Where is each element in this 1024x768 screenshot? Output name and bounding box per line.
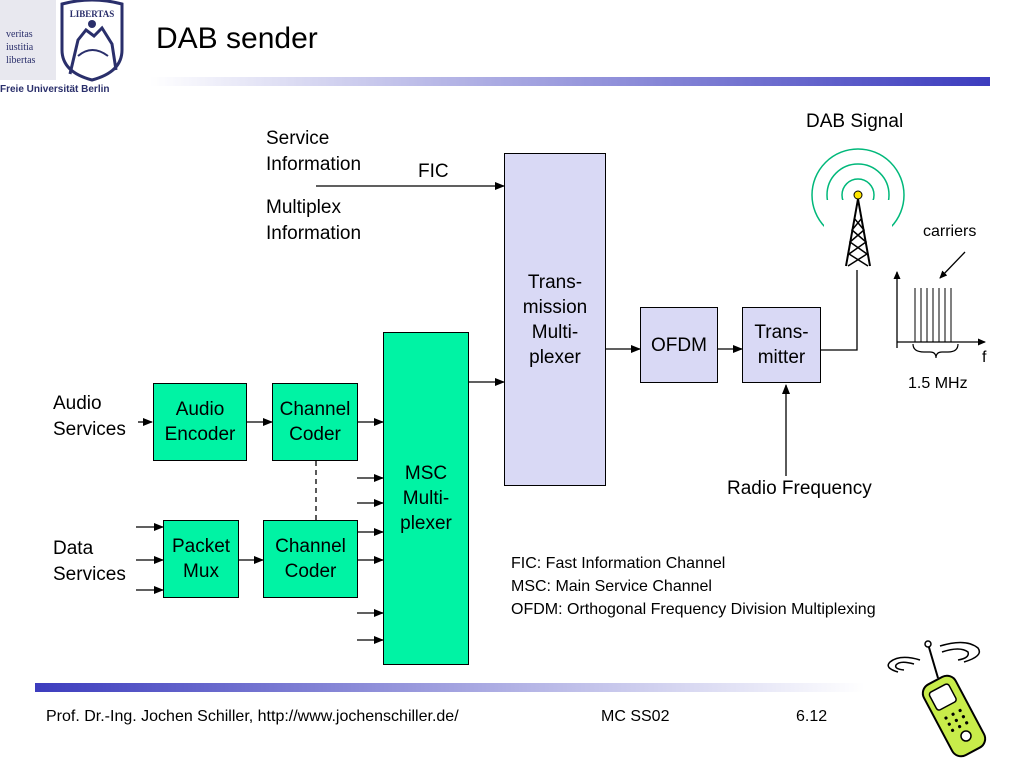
legend-ofdm: OFDM: Orthogonal Frequency Division Mult… — [511, 601, 876, 618]
transmission-multiplexer-block: Trans- mission Multi- plexer — [504, 153, 606, 486]
channel-coder-data-block: Channel Coder — [263, 520, 358, 598]
packet-mux-block: Packet Mux — [163, 520, 239, 598]
msc-multiplexer-block: MSC Multi- plexer — [383, 332, 469, 665]
bandwidth-brace — [912, 343, 959, 359]
footer-course: MC SS02 — [601, 708, 670, 725]
audio-services-label: Audio Services — [53, 393, 126, 440]
legend-msc: MSC: Main Service Channel — [511, 578, 712, 595]
antenna-tower-icon — [811, 148, 905, 270]
channel-coder-audio-block: Channel Coder — [272, 383, 358, 461]
footer-accent-bar — [35, 683, 865, 692]
transmitter-block: Trans- mitter — [742, 307, 821, 383]
multiplex-information-label: Multiplex Information — [266, 197, 362, 244]
data-services-label: Data Services — [53, 538, 126, 585]
logo-motto: veritas iustitia libertas — [6, 29, 36, 66]
footer-page-number: 6.12 — [796, 708, 828, 725]
service-information-label: Service Information — [266, 128, 362, 175]
seal-icon: LIBERTAS — [56, 0, 128, 82]
dab-signal-label: DAB Signal — [806, 111, 904, 132]
transmitter-to-antenna-line — [821, 268, 858, 351]
university-logo: LIBERTAS veritas iustitia libertas Freie… — [0, 0, 135, 100]
carriers-pointer-arrow — [939, 251, 966, 279]
footer-author: Prof. Dr.-Ing. Jochen Schiller, http://w… — [46, 708, 459, 725]
svg-text:LIBERTAS: LIBERTAS — [70, 9, 115, 19]
bandwidth-label: 1.5 MHz — [908, 375, 968, 392]
legend-fic: FIC: Fast Information Channel — [511, 555, 726, 572]
carriers-label: carriers — [923, 223, 977, 240]
title-accent-bar — [150, 77, 990, 86]
slide-title: DAB sender — [156, 22, 318, 55]
abbreviation-legend: FIC: Fast Information Channel MSC: Main … — [511, 552, 876, 621]
fic-label: FIC — [418, 161, 449, 182]
ofdm-block: OFDM — [640, 307, 718, 383]
audio-encoder-block: Audio Encoder — [153, 383, 247, 461]
frequency-axis-label: f — [982, 349, 987, 366]
mobile-phone-icon — [887, 640, 987, 758]
spectrum-plot — [893, 251, 986, 359]
radio-frequency-label: Radio Frequency — [727, 478, 872, 499]
university-name: Freie Universität Berlin — [0, 84, 110, 95]
